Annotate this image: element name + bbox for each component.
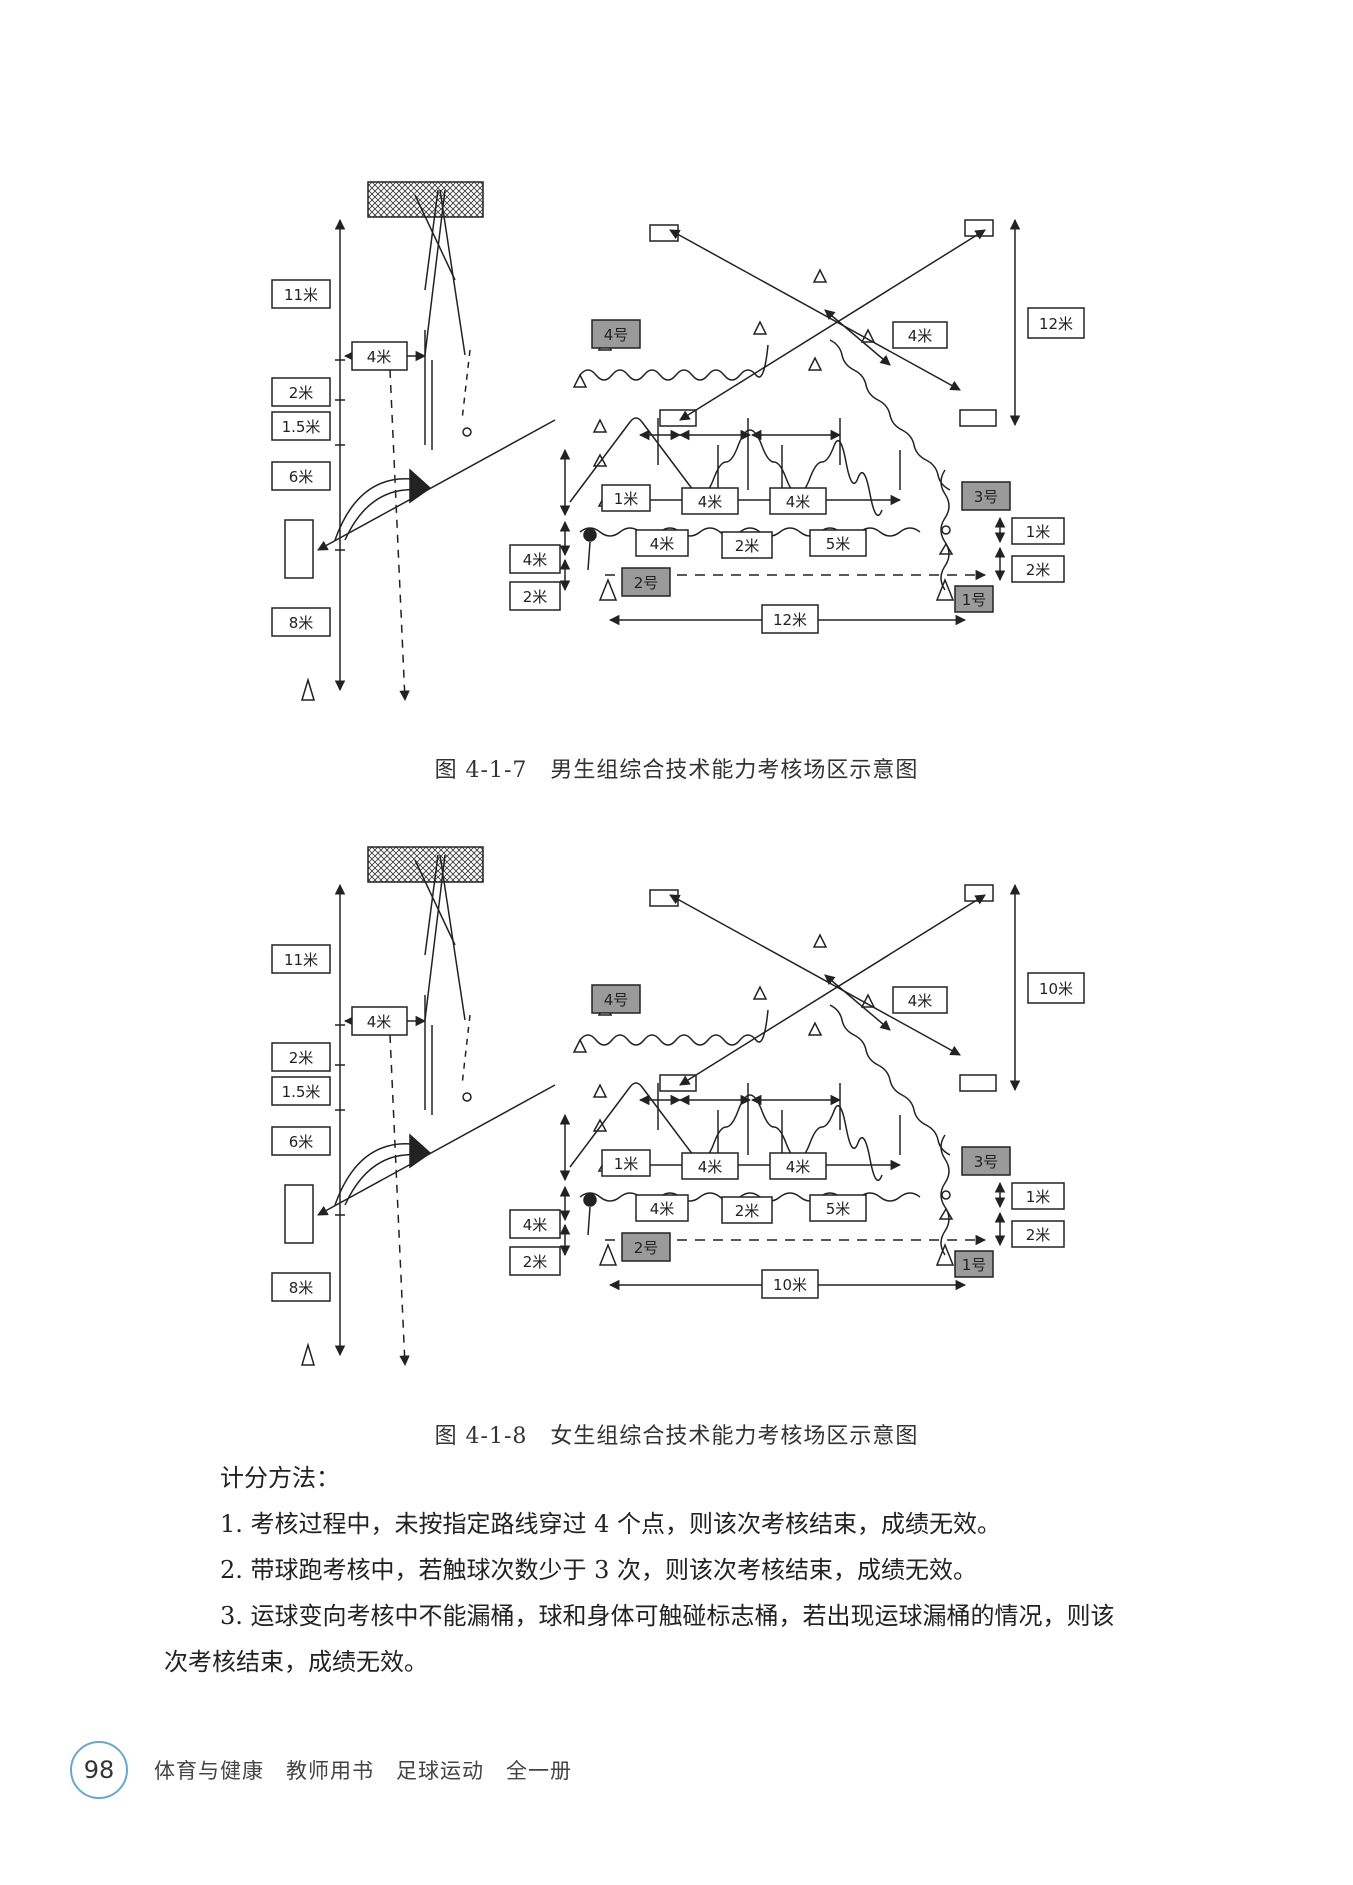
tag-1-label: 1号 <box>962 591 987 609</box>
dim-2m: 2米 <box>289 1049 314 1067</box>
figure-4-1-7: 11米 4米 2米 1.5米 6米 8米 4号 4米 12米 3号 1米 4米 … <box>0 170 1353 760</box>
tag-3-label: 3号 <box>974 488 999 506</box>
tag-1 <box>954 585 994 613</box>
dim-r-2m: 2米 <box>1026 561 1051 579</box>
dim-8m: 8米 <box>289 614 314 632</box>
dim-6m: 6米 <box>289 468 314 486</box>
tag-2-label: 2号 <box>634 1239 659 1257</box>
player-icon <box>583 528 597 542</box>
dim-lower-2m: 2米 <box>523 1253 548 1271</box>
scoring-heading: 计分方法： <box>220 1464 340 1492</box>
tag-1 <box>954 1250 994 1278</box>
figure-4-1-8: 11米 4米 2米 1.5米 6米 8米 4号 4米 10米 3号 1米 4米 … <box>0 835 1353 1425</box>
dim-11m: 11米 <box>284 951 318 969</box>
book-title: 体育与健康 教师用书 足球运动 全一册 <box>154 1759 572 1783</box>
tag-4-label: 4号 <box>604 326 629 344</box>
dim-z-2m-bottom: 2米 <box>735 537 760 555</box>
box-icon <box>659 1074 697 1092</box>
page-footer: 98 体育与健康 教师用书 足球运动 全一册 <box>70 1740 572 1800</box>
dim-z-5m-bottom: 5米 <box>826 1200 851 1218</box>
dim-6m: 6米 <box>289 1133 314 1151</box>
goal-net-icon <box>367 846 484 883</box>
dim-1-5m: 1.5米 <box>282 418 321 436</box>
cone-icon <box>300 677 316 701</box>
dim-z-1m: 1米 <box>614 490 639 508</box>
page-number: 98 <box>70 1741 128 1799</box>
rule-3: 3. 运球变向考核中不能漏桶，球和身体可触碰标志桶，若出现运球漏桶的情况，则该 <box>220 1602 1115 1630</box>
dim-bottom-width: 10米 <box>773 1276 807 1294</box>
tag-4 <box>591 319 641 349</box>
dim-r-1m: 1米 <box>1026 523 1051 541</box>
dim-z-4m-bottom: 4米 <box>650 535 675 553</box>
dim-z-4m-a: 4米 <box>698 1158 723 1176</box>
dim-z-4m-side: 4米 <box>523 1216 548 1234</box>
dim-z-4m-a: 4米 <box>698 493 723 511</box>
box-icon <box>649 224 679 242</box>
dim-x-4m: 4米 <box>908 992 933 1010</box>
ball-icon <box>462 427 472 437</box>
tag-3-label: 3号 <box>974 1153 999 1171</box>
rule-2: 2. 带球跑考核中，若触球次数少于 3 次，则该次考核结束，成绩无效。 <box>220 1556 978 1584</box>
dim-x-4m: 4米 <box>908 327 933 345</box>
player-icon <box>583 1193 597 1207</box>
dim-z-2m-bottom: 2米 <box>735 1202 760 1220</box>
dim-2m: 2米 <box>289 384 314 402</box>
dim-z-4m-b: 4米 <box>786 1158 811 1176</box>
dim-z-4m-b: 4米 <box>786 493 811 511</box>
field-diagram-boys: 11米 4米 2米 1.5米 6米 8米 4号 4米 12米 3号 1米 4米 … <box>271 181 1085 702</box>
dim-x-height: 12米 <box>1039 315 1073 333</box>
tag-4 <box>591 984 641 1014</box>
scoring-rules: 计分方法： 1. 考核过程中，未按指定路线穿过 4 个点，则该次考核结束，成绩无… <box>164 1455 1194 1685</box>
box-icon <box>959 1074 997 1092</box>
dim-z-4m-side: 4米 <box>523 551 548 569</box>
box-icon <box>659 409 697 427</box>
dim-1-5m: 1.5米 <box>282 1083 321 1101</box>
dim-r-1m: 1米 <box>1026 1188 1051 1206</box>
tag-3 <box>961 1146 1011 1176</box>
dim-bottom-width: 12米 <box>773 611 807 629</box>
tag-2-label: 2号 <box>634 574 659 592</box>
tag-2 <box>621 567 671 597</box>
dim-4m: 4米 <box>367 1013 392 1031</box>
tag-2 <box>621 1232 671 1262</box>
box-icon <box>959 409 997 427</box>
dim-z-5m-bottom: 5米 <box>826 535 851 553</box>
box-icon <box>964 884 994 902</box>
rule-3-continued: 次考核结束，成绩无效。 <box>164 1648 428 1676</box>
box-icon <box>964 219 994 237</box>
rule-1: 1. 考核过程中，未按指定路线穿过 4 个点，则该次考核结束，成绩无效。 <box>220 1510 1002 1538</box>
goal-net-icon <box>367 181 484 218</box>
dim-r-2m: 2米 <box>1026 1226 1051 1244</box>
dim-z-4m-bottom: 4米 <box>650 1200 675 1218</box>
ball-icon <box>462 1092 472 1102</box>
figure-caption: 图 4-1-7 男生组综合技术能力考核场区示意图 <box>434 758 919 783</box>
figure-caption: 图 4-1-8 女生组综合技术能力考核场区示意图 <box>434 1424 919 1449</box>
dim-8m: 8米 <box>289 1279 314 1297</box>
tag-1-label: 1号 <box>962 1256 987 1274</box>
box-icon <box>649 889 679 907</box>
tag-4-label: 4号 <box>604 991 629 1009</box>
mannequin-icon <box>284 1184 314 1244</box>
dim-z-1m: 1米 <box>614 1155 639 1173</box>
mannequin-icon <box>284 519 314 579</box>
dim-11m: 11米 <box>284 286 318 304</box>
tag-3 <box>961 481 1011 511</box>
dim-x-height: 10米 <box>1039 980 1073 998</box>
cone-icon <box>300 1342 316 1366</box>
dim-4m: 4米 <box>367 348 392 366</box>
field-diagram-girls: 11米 4米 2米 1.5米 6米 8米 4号 4米 10米 3号 1米 4米 … <box>271 846 1085 1367</box>
dim-lower-2m: 2米 <box>523 588 548 606</box>
